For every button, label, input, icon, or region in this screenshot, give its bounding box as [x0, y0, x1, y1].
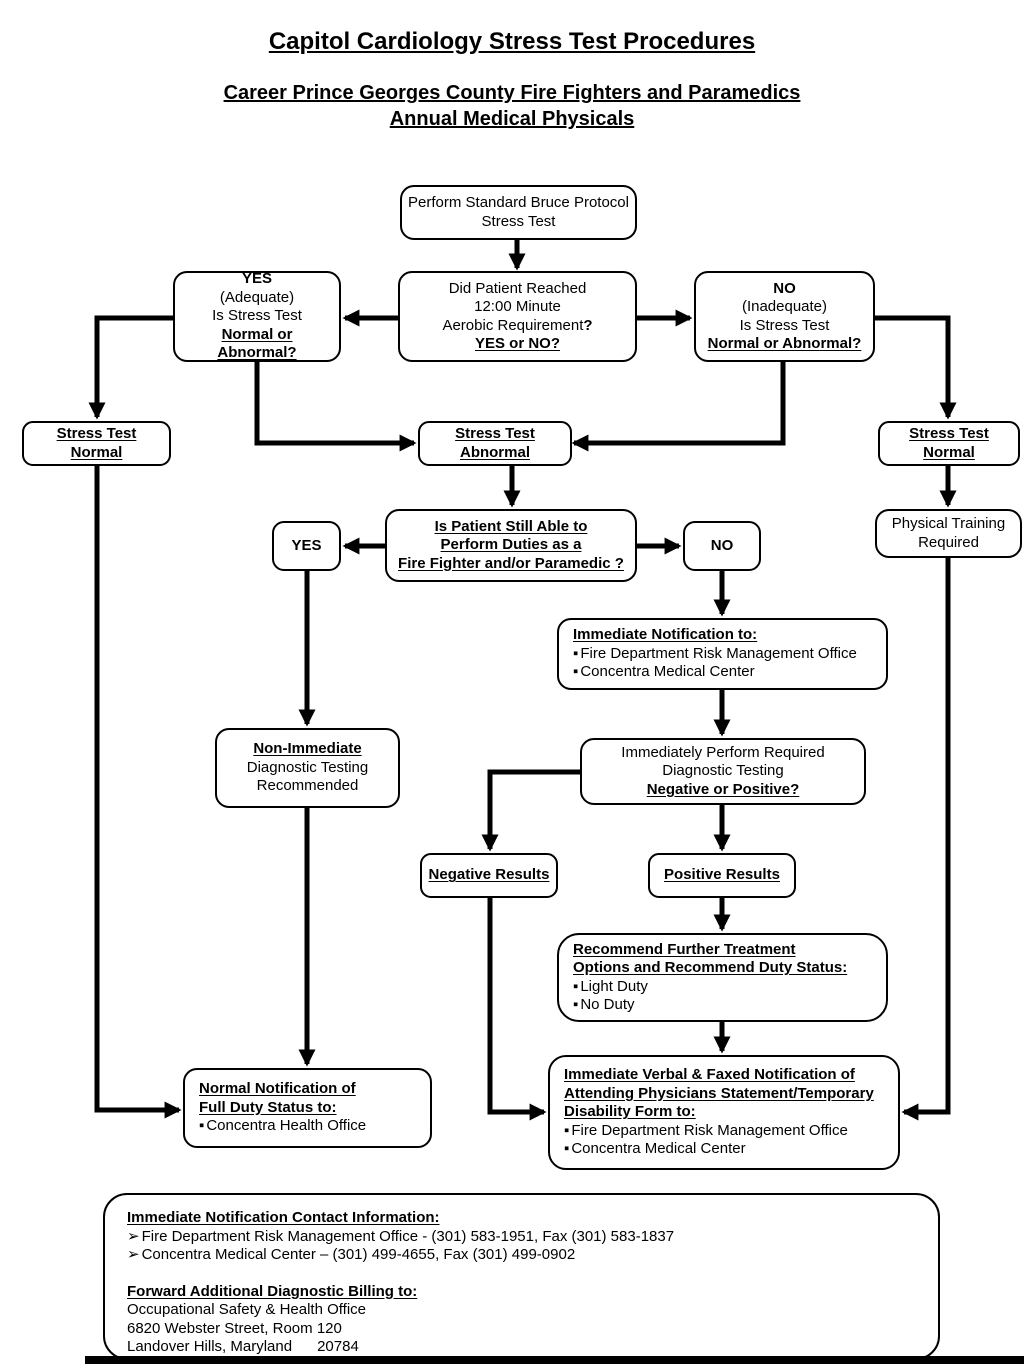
node-line: Required [918, 533, 979, 551]
address-line: Occupational Safety & Health Office [127, 1301, 367, 1318]
node-line: NO [773, 279, 796, 297]
node-heading: Normal Notification of [199, 1080, 356, 1098]
node-line: Is Stress Test [739, 316, 830, 334]
node-yes-adequate: YES (Adequate) Is Stress Test Normal or … [173, 270, 341, 362]
node-line: Perform Standard Bruce Protocol [408, 194, 629, 211]
node-line: Negative or Positive? [646, 780, 800, 798]
square-bullet-icon: ▪ [573, 996, 579, 1013]
square-bullet-icon: ▪ [564, 1121, 570, 1139]
node-no-small: NO [683, 521, 761, 571]
edge-yes-to-abnormal [254, 362, 417, 452]
node-line: Positive Results [664, 866, 780, 884]
node-heading: Disability Form to: [564, 1103, 696, 1121]
square-bullet-icon: ▪ [564, 1140, 570, 1158]
node-line: NO [710, 536, 734, 554]
node-still-able-question: Is Patient Still Able to Perform Duties … [385, 509, 637, 582]
node-line: Aerobic Requirement? [442, 316, 593, 334]
edge-normal-left-to-normal-notify [94, 466, 182, 1119]
node-line: Fire Fighter and/or Paramedic ? [398, 554, 624, 572]
edge-yes-to-normal-left [88, 315, 173, 420]
slide-bottom-border [85, 1356, 1024, 1364]
node-non-immediate: Non-Immediate Diagnostic Testing Recomme… [215, 728, 400, 808]
subtitle-line-2: Annual Medical Physicals [389, 108, 635, 130]
address-line: 6820 Webster Street, Room 120 [127, 1319, 342, 1337]
edge-training-to-verbal [901, 558, 951, 1121]
contact-heading: Immediate Notification Contact Informati… [127, 1209, 440, 1226]
square-bullet-icon: ▪ [573, 977, 579, 995]
node-line: Immediately Perform Required [621, 743, 825, 761]
address-line: Landover Hills, Maryland 20784 [127, 1338, 359, 1355]
node-line: (Inadequate) [741, 298, 828, 315]
node-line: Non-Immediate [253, 740, 362, 758]
edge-no-to-normal-right [875, 315, 957, 420]
node-heading: Full Duty Status to: [199, 1098, 337, 1116]
node-line: Stress Test Normal [56, 425, 137, 461]
node-line: Normal or Abnormal? [707, 335, 862, 352]
node-immediate-verbal-faxed: Immediate Verbal & Faxed Notification of… [548, 1055, 900, 1170]
node-line: Stress Test [481, 212, 556, 230]
node-did-patient-question: Did Patient Reached 12:00 Minute Aerobic… [398, 271, 637, 362]
square-bullet-icon: ▪ [573, 663, 579, 681]
node-line: 12:00 Minute [474, 298, 561, 315]
node-stress-test-normal-left: Stress Test Normal [22, 421, 171, 466]
bullet-item: ▪No Duty [573, 996, 635, 1013]
subtitle-line-1: Career Prince Georges County Fire Fighte… [223, 82, 801, 104]
bullet-item: ▪Concentra Medical Center [564, 1140, 746, 1158]
edge-no-to-abnormal [571, 362, 786, 452]
page-title: Capitol Cardiology Stress Test Procedure… [268, 28, 756, 55]
node-line: Physical Training [891, 515, 1006, 532]
node-heading: Immediate Verbal & Faxed Notification of [564, 1066, 855, 1084]
node-line: Stress Test Abnormal [455, 425, 535, 461]
node-line: Is Patient Still Able to [434, 517, 588, 535]
node-yes-small: YES [272, 521, 341, 571]
edge-negative-to-verbal [487, 898, 547, 1121]
node-stress-test-normal-right: Stress Test Normal [878, 421, 1020, 466]
node-line: YES [241, 270, 272, 288]
node-negative-results: Negative Results [420, 853, 558, 898]
node-perform-bruce-protocol: Perform Standard Bruce Protocol Stress T… [400, 185, 637, 240]
bullet-item: ▪Concentra Medical Center [573, 663, 755, 681]
node-immediate-notification: Immediate Notification to: ▪Fire Departm… [557, 618, 888, 690]
node-heading: Immediate Notification to: [573, 626, 758, 644]
node-line: Perform Duties as a [440, 536, 582, 554]
node-physical-training: Physical Training Required [875, 509, 1022, 558]
square-bullet-icon: ▪ [573, 644, 579, 662]
node-positive-results: Positive Results [648, 853, 796, 898]
node-line: Recommended [256, 777, 359, 795]
node-line: (Adequate) [219, 288, 295, 306]
contact-item: ➢Fire Department Risk Management Office … [127, 1227, 675, 1245]
bullet-item: ▪Fire Department Risk Management Office [573, 644, 857, 662]
bullet-item: ▪Concentra Health Office [199, 1117, 367, 1135]
bullet-item: ▪Fire Department Risk Management Office [564, 1121, 848, 1139]
node-recommend-treatment: Recommend Further Treatment Options and … [557, 933, 888, 1022]
square-bullet-icon: ▪ [199, 1117, 205, 1135]
node-line: Diagnostic Testing [246, 758, 369, 776]
contact-info-box: Immediate Notification Contact Informati… [103, 1193, 940, 1360]
node-line: Is Stress Test [212, 307, 302, 325]
node-heading: Attending Physicians Statement/Temporary [564, 1084, 874, 1102]
node-line: Diagnostic Testing [662, 762, 784, 780]
contact-heading: Forward Additional Diagnostic Billing to… [127, 1282, 418, 1300]
spacer [127, 1265, 916, 1283]
node-heading: Options and Recommend Duty Status: [573, 959, 848, 976]
node-line: YES [291, 536, 322, 554]
node-line: YES or NO? [474, 335, 560, 352]
node-stress-test-abnormal: Stress Test Abnormal [418, 421, 572, 466]
arrow-bullet-icon: ➢ [127, 1227, 140, 1245]
node-line: Stress Test Normal [909, 425, 989, 461]
node-no-inadequate: NO (Inadequate) Is Stress Test Normal or… [694, 271, 875, 362]
node-line: Did Patient Reached [448, 279, 587, 297]
node-line: Normal or Abnormal? [217, 325, 297, 362]
node-immediately-perform: Immediately Perform Required Diagnostic … [580, 738, 866, 805]
edges [88, 240, 957, 1121]
contact-item: ➢Concentra Medical Center – (301) 499-46… [127, 1246, 576, 1263]
node-normal-notification: Normal Notification of Full Duty Status … [183, 1068, 432, 1148]
node-line: Negative Results [428, 866, 550, 884]
edge-testing-to-negative [481, 769, 580, 852]
page-subtitle: Career Prince Georges County Fire Fighte… [0, 80, 1024, 132]
arrow-bullet-icon: ➢ [127, 1246, 140, 1263]
bullet-item: ▪Light Duty [573, 977, 648, 995]
node-heading: Recommend Further Treatment [573, 940, 796, 958]
